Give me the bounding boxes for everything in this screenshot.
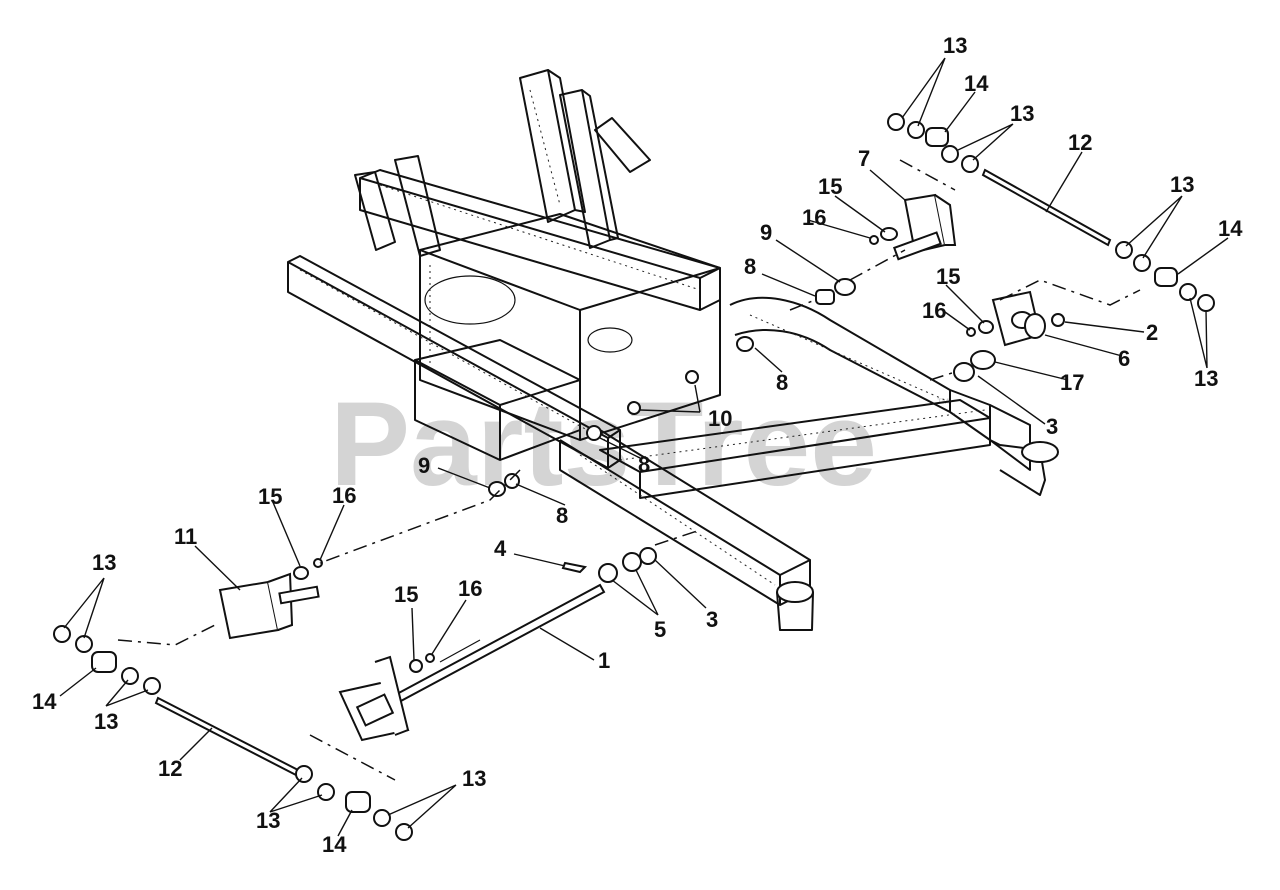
washer-part-9-l	[488, 481, 506, 497]
washer-part-15-tr	[880, 227, 898, 241]
ring-part-16-m	[425, 653, 435, 663]
callout-13: 13	[92, 550, 116, 575]
pivot-part-14-l	[91, 651, 117, 673]
callout-13: 13	[943, 33, 967, 58]
nut-part-13-l4	[143, 677, 161, 695]
callout-12: 12	[1068, 130, 1092, 155]
nut-part-13-r1	[1115, 241, 1133, 259]
nut-part-13-tr3	[941, 145, 959, 163]
ring-part-2	[1051, 313, 1065, 327]
nut-part-13-b3	[373, 809, 391, 827]
pivot-part-14-b	[345, 791, 371, 813]
ring-part-16-tr	[869, 235, 879, 245]
callout-labels: 13 14 13 12 7 15 16 13 14 9 8 15 16 2 6 …	[32, 33, 1243, 857]
callout-6: 6	[1118, 346, 1130, 371]
bushing-part-8-tr	[815, 289, 835, 305]
callout-16: 16	[922, 298, 946, 323]
nut-part-13-b1	[295, 765, 313, 783]
ring-part-10b	[627, 401, 641, 415]
callout-16: 16	[332, 483, 356, 508]
callout-13: 13	[256, 808, 280, 833]
callout-15: 15	[936, 264, 960, 289]
callout-11: 11	[174, 524, 197, 549]
callout-4: 4	[494, 536, 507, 561]
bushing-part-3-m	[639, 547, 657, 565]
callout-15: 15	[258, 484, 282, 509]
callout-13: 13	[1010, 101, 1034, 126]
washer-part-9-tr	[834, 278, 856, 296]
callout-14: 14	[322, 832, 347, 857]
callout-8: 8	[776, 370, 788, 395]
nut-part-13-b2	[317, 783, 335, 801]
bushing-part-8-mid	[736, 336, 754, 352]
upper-bracket-part-7	[892, 193, 957, 261]
ring-part-16-l	[313, 558, 323, 568]
nut-part-13-r3	[1179, 283, 1197, 301]
nut-part-13-l2	[75, 635, 93, 653]
callout-7: 7	[858, 146, 870, 171]
nut-part-13-l3	[121, 667, 139, 685]
callout-12: 12	[158, 756, 182, 781]
center-lines	[117, 159, 1141, 781]
callout-9: 9	[760, 220, 772, 245]
callout-5: 5	[654, 617, 666, 642]
ring-part-10a	[685, 370, 699, 384]
callout-13: 13	[1194, 366, 1218, 391]
callout-8: 8	[744, 254, 756, 279]
washer-part-5a	[598, 563, 618, 583]
bushing-part-8-lower	[586, 425, 602, 441]
callout-3: 3	[706, 607, 718, 632]
callout-15: 15	[394, 582, 418, 607]
callout-13: 13	[1170, 172, 1194, 197]
rod-part-12-tr	[981, 168, 1112, 247]
nut-part-13-r4	[1197, 294, 1215, 312]
callout-16: 16	[458, 576, 482, 601]
callout-3: 3	[1046, 414, 1058, 439]
callout-14: 14	[1218, 216, 1243, 241]
bushing-part-8-l	[504, 473, 520, 489]
callout-13: 13	[462, 766, 486, 791]
washer-part-17	[970, 350, 996, 370]
nut-part-13-tr2	[907, 121, 925, 139]
callout-2: 2	[1146, 320, 1158, 345]
frame-assembly	[287, 69, 1059, 631]
shaft-part-1	[338, 583, 606, 742]
bracket-part-6	[991, 290, 1046, 347]
callout-1: 1	[598, 648, 610, 673]
callout-8: 8	[556, 503, 568, 528]
nut-part-13-r2	[1133, 254, 1151, 272]
pivot-part-14-r	[1154, 267, 1178, 287]
spring-detail	[439, 639, 481, 663]
pivot-part-14-tr	[925, 127, 949, 147]
bushing-part-3-r	[953, 362, 975, 382]
washer-part-15-m	[409, 659, 423, 673]
callout-10: 10	[708, 406, 732, 431]
washer-part-15-r	[978, 320, 994, 334]
callout-16: 16	[802, 205, 826, 230]
callout-15: 15	[818, 174, 842, 199]
bracket-part-11	[218, 572, 320, 640]
callout-17: 17	[1060, 370, 1084, 395]
washer-part-15-l	[293, 566, 309, 580]
callout-13: 13	[94, 709, 118, 734]
leader-lines	[59, 57, 1229, 837]
nut-part-13-l1	[53, 625, 71, 643]
callout-14: 14	[964, 71, 989, 96]
callout-8: 8	[638, 452, 650, 477]
watermark-text: PartsTree	[330, 377, 877, 511]
washer-part-5b	[622, 552, 642, 572]
nut-part-13-tr1	[887, 113, 905, 131]
callout-9: 9	[418, 453, 430, 478]
callout-14: 14	[32, 689, 57, 714]
pin-part-4	[561, 561, 588, 574]
